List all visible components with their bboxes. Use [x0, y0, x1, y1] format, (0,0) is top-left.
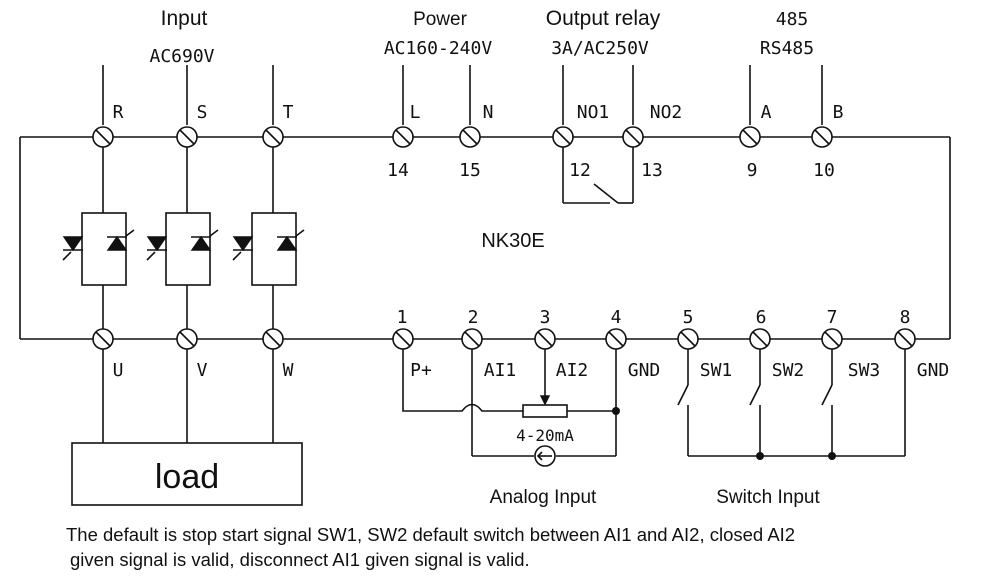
terminal-8: 8 GND	[894, 307, 950, 381]
terminal-number: 3	[540, 307, 551, 328]
relay-rating: 3A/AC250V	[551, 38, 649, 59]
current-source	[534, 445, 556, 467]
terminal-number: 6	[756, 307, 767, 328]
switch-caption: Switch Input	[716, 487, 820, 508]
analog-signal: 4-20mA	[516, 426, 574, 445]
terminal-r: R	[92, 102, 124, 148]
load-wires	[102, 349, 274, 443]
input-voltage: AC690V	[149, 46, 214, 67]
potentiometer	[522, 404, 568, 418]
terminal-label: AI1	[484, 360, 517, 381]
comm-title: 485	[776, 9, 809, 30]
terminal-number: 13	[641, 160, 663, 181]
terminal-6: 6 SW2	[749, 307, 805, 381]
terminal-label: P+	[410, 360, 432, 381]
terminal-number: 15	[459, 160, 481, 181]
terminal-number: 5	[683, 307, 694, 328]
terminal-label: R	[113, 102, 124, 123]
load-label: load	[155, 458, 219, 496]
terminal-label: A	[761, 102, 772, 123]
terminal-s: S	[176, 102, 208, 148]
terminal-label: NO2	[650, 102, 683, 123]
terminal-label: U	[113, 360, 124, 381]
relay-title: Output relay	[546, 7, 661, 30]
power-title: Power	[413, 9, 468, 30]
terminal-label: SW1	[700, 360, 733, 381]
terminal-label: NO1	[577, 102, 610, 123]
note-line-2: given signal is valid, disconnect AI1 gi…	[70, 549, 530, 570]
terminal-number: 9	[747, 160, 758, 181]
terminal-number: 2	[468, 307, 479, 328]
terminal-number: 7	[827, 307, 838, 328]
comm-protocol: RS485	[760, 38, 814, 59]
terminal-l: L 14	[387, 102, 420, 181]
terminal-number: 4	[611, 307, 622, 328]
terminal-label: AI2	[556, 360, 589, 381]
terminal-label: S	[197, 102, 208, 123]
terminal-label: W	[283, 360, 294, 381]
note-line-1: The default is stop start signal SW1, SW…	[66, 524, 795, 545]
switch-circuit	[677, 349, 906, 460]
incoming-wires	[102, 65, 823, 125]
terminal-no2: NO2 13	[622, 102, 683, 181]
terminal-2: 2 AI1	[461, 307, 517, 381]
input-title: Input	[161, 7, 208, 30]
terminal-b: B 10	[811, 102, 844, 181]
load-box: load	[71, 442, 303, 506]
thyristor-module-s	[146, 137, 219, 339]
terminal-w: W	[262, 328, 294, 381]
terminal-label: B	[833, 102, 844, 123]
terminal-label: V	[197, 360, 208, 381]
terminal-5: 5 SW1	[677, 307, 733, 381]
terminal-label: N	[483, 102, 494, 123]
terminal-label: L	[410, 102, 421, 123]
thyristor-module-r	[62, 137, 135, 339]
terminal-number: 12	[569, 160, 591, 181]
terminal-label: SW2	[772, 360, 805, 381]
thyristor-module-t	[232, 137, 305, 339]
power-voltage: AC160-240V	[384, 38, 493, 59]
terminal-number: 10	[813, 160, 835, 181]
terminal-7: 7 SW3	[821, 307, 881, 381]
terminal-4: 4 GND	[605, 307, 661, 381]
terminal-number: 8	[900, 307, 911, 328]
terminal-label: GND	[917, 360, 950, 381]
terminal-u: U	[92, 328, 124, 381]
terminal-t: T	[262, 102, 294, 148]
analog-caption: Analog Input	[490, 487, 597, 508]
terminal-number: 1	[397, 307, 408, 328]
terminal-1: 1 P+	[392, 307, 432, 381]
analog-circuit: 4-20mA	[402, 349, 620, 467]
terminal-no1: NO1 12	[552, 102, 610, 181]
terminal-a: A 9	[739, 102, 772, 181]
model-name: NK30E	[481, 230, 544, 252]
terminal-label: GND	[628, 360, 661, 381]
terminal-label: SW3	[848, 360, 881, 381]
terminal-n: N 15	[459, 102, 493, 181]
device-outline	[19, 136, 951, 340]
terminal-v: V	[176, 328, 208, 381]
terminal-3: 3 AI2	[534, 307, 589, 381]
relay-contact	[562, 137, 634, 204]
terminal-number: 14	[387, 160, 409, 181]
terminal-label: T	[283, 102, 294, 123]
